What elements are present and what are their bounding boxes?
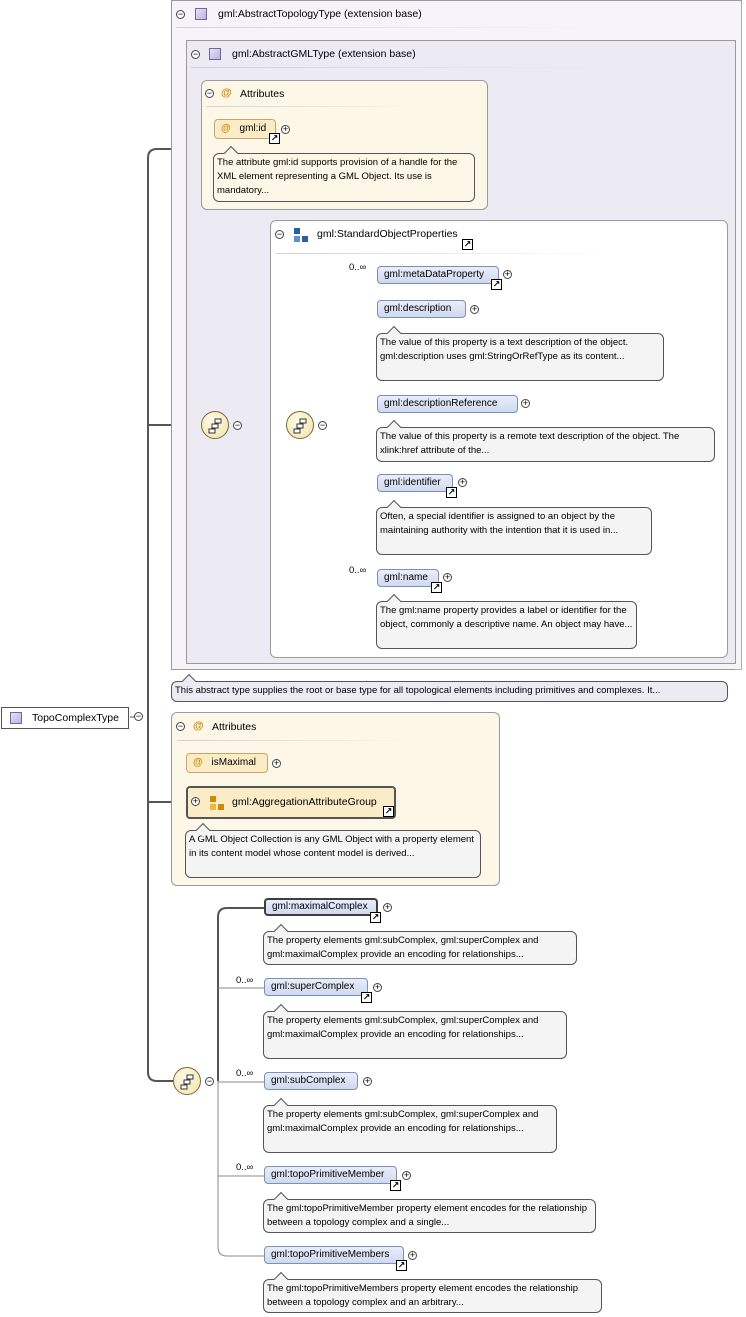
type-icon bbox=[209, 48, 221, 60]
element-description[interactable]: gml:description bbox=[377, 300, 466, 318]
element-maximal-complex[interactable]: gml:maximalComplex bbox=[264, 898, 378, 916]
expand-icon[interactable]: + bbox=[408, 1250, 417, 1260]
cardinality: 0..∞ bbox=[349, 565, 367, 576]
link-arrow-icon[interactable]: ↗ bbox=[370, 912, 381, 923]
sequence-compositor-icon[interactable] bbox=[201, 411, 229, 439]
attributes-title: Attributes bbox=[240, 88, 285, 100]
element-topo-primitive-member[interactable]: gml:topoPrimitiveMember bbox=[264, 1166, 397, 1184]
collapse-icon[interactable]: − bbox=[191, 49, 200, 59]
expand-icon[interactable]: + bbox=[281, 124, 290, 134]
link-arrow-icon[interactable]: ↗ bbox=[390, 1180, 401, 1191]
expand-icon[interactable]: + bbox=[363, 1076, 372, 1086]
extension-label: gml:AbstractGMLType (extension base) bbox=[232, 48, 416, 60]
sub-complex-doc: The property elements gml:subComplex, gm… bbox=[263, 1105, 557, 1153]
collapse-icon[interactable]: − bbox=[205, 1076, 214, 1086]
group-icon bbox=[294, 228, 308, 242]
attribute-icon: @ bbox=[221, 123, 231, 134]
link-arrow-icon[interactable]: ↗ bbox=[462, 239, 473, 250]
element-identifier[interactable]: gml:identifier bbox=[377, 474, 453, 492]
element-super-complex[interactable]: gml:superComplex bbox=[264, 978, 368, 996]
expand-icon[interactable]: + bbox=[443, 572, 452, 582]
collapse-icon[interactable]: − bbox=[205, 88, 214, 98]
collapse-icon[interactable]: − bbox=[176, 9, 185, 19]
attribute-icon: @ bbox=[221, 87, 232, 99]
description-doc: The value of this property is a text des… bbox=[376, 333, 664, 381]
type-icon bbox=[195, 8, 207, 20]
expand-icon[interactable]: + bbox=[402, 1170, 411, 1180]
expand-icon[interactable]: + bbox=[458, 477, 467, 487]
connector-sequence bbox=[147, 717, 173, 1082]
abstract-type-doc: This abstract type supplies the root or … bbox=[171, 681, 728, 702]
expand-icon[interactable]: + bbox=[503, 269, 512, 279]
expand-icon[interactable]: + bbox=[470, 304, 479, 314]
link-arrow-icon[interactable]: ↗ bbox=[269, 133, 280, 144]
element-description-reference[interactable]: gml:descriptionReference bbox=[377, 395, 518, 413]
element-name[interactable]: gml:name bbox=[377, 569, 439, 587]
collapse-icon[interactable]: − bbox=[233, 420, 242, 430]
link-arrow-icon[interactable]: ↗ bbox=[383, 806, 394, 817]
topo-primitive-member-doc: The gml:topoPrimitiveMember property ele… bbox=[263, 1199, 596, 1233]
collapse-icon[interactable]: − bbox=[176, 721, 185, 731]
link-arrow-icon[interactable]: ↗ bbox=[446, 487, 457, 498]
extension-label: gml:AbstractTopologyType (extension base… bbox=[218, 8, 422, 20]
cardinality: 0..∞ bbox=[236, 1068, 254, 1079]
connector-attributes bbox=[147, 148, 201, 717]
connector-maximal bbox=[217, 907, 264, 1081]
expand-icon[interactable]: + bbox=[383, 902, 392, 912]
expand-icon[interactable]: + bbox=[191, 796, 200, 806]
maximal-complex-doc: The property elements gml:subComplex, gm… bbox=[263, 931, 577, 965]
standard-props-title: gml:StandardObjectProperties bbox=[317, 228, 458, 240]
local-attributes-title: Attributes bbox=[212, 721, 257, 733]
sequence-compositor-icon[interactable] bbox=[173, 1067, 201, 1095]
collapse-icon[interactable]: − bbox=[275, 229, 284, 239]
element-topo-primitive-members[interactable]: gml:topoPrimitiveMembers bbox=[264, 1246, 404, 1264]
expand-icon[interactable]: + bbox=[272, 758, 281, 768]
expand-icon[interactable]: + bbox=[373, 982, 382, 992]
group-icon bbox=[210, 796, 224, 810]
topo-primitive-members-doc: The gml:topoPrimitiveMembers property el… bbox=[263, 1279, 602, 1313]
element-sub-complex[interactable]: gml:subComplex bbox=[264, 1072, 358, 1090]
super-complex-doc: The property elements gml:subComplex, gm… bbox=[263, 1011, 567, 1059]
expand-icon[interactable]: + bbox=[521, 398, 530, 408]
attribute-gml-id[interactable]: @ gml:id bbox=[214, 119, 276, 139]
collapse-icon[interactable]: − bbox=[134, 711, 143, 721]
sequence-compositor-icon[interactable] bbox=[286, 411, 314, 439]
attribute-group-aggregation[interactable]: + gml:AggregationAttributeGroup ↗ bbox=[186, 786, 396, 819]
type-icon bbox=[10, 712, 22, 724]
element-meta-data-property[interactable]: gml:metaDataProperty bbox=[377, 266, 499, 284]
attribute-icon: @ bbox=[193, 757, 203, 768]
cardinality: 0..∞ bbox=[236, 1162, 254, 1173]
cardinality: 0..∞ bbox=[349, 262, 367, 273]
description-reference-doc: The value of this property is a remote t… bbox=[376, 427, 715, 462]
identifier-doc: Often, a special identifier is assigned … bbox=[376, 507, 652, 555]
root-type-box[interactable]: TopoComplexType bbox=[1, 707, 129, 729]
link-arrow-icon[interactable]: ↗ bbox=[396, 1260, 407, 1271]
attribute-icon: @ bbox=[193, 720, 204, 732]
aggregation-doc: A GML Object Collection is any GML Objec… bbox=[185, 830, 481, 878]
gml-id-doc: The attribute gml:id supports provision … bbox=[213, 153, 475, 202]
cardinality: 0..∞ bbox=[236, 975, 254, 986]
link-arrow-icon[interactable]: ↗ bbox=[491, 279, 502, 290]
name-doc: The gml:name property provides a label o… bbox=[376, 601, 637, 649]
collapse-icon[interactable]: − bbox=[318, 420, 327, 430]
link-arrow-icon[interactable]: ↗ bbox=[431, 582, 442, 593]
link-arrow-icon[interactable]: ↗ bbox=[361, 992, 372, 1003]
root-type-label: TopoComplexType bbox=[32, 712, 119, 724]
attribute-is-maximal[interactable]: @ isMaximal bbox=[186, 753, 268, 773]
